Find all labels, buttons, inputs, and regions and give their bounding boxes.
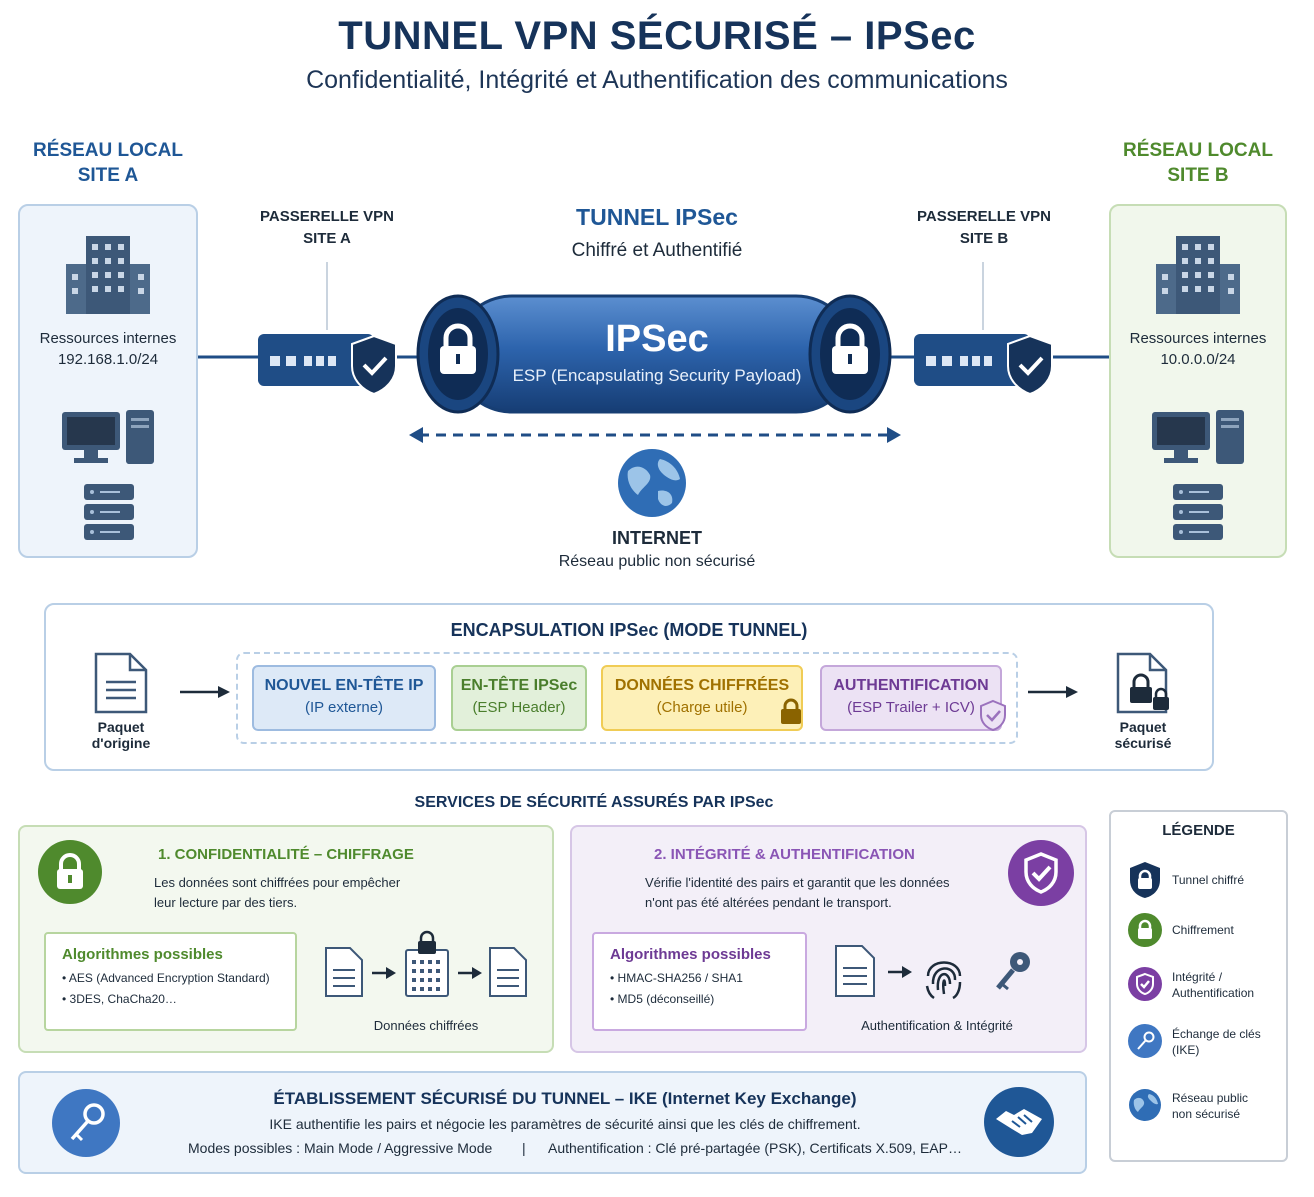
internet-subtitle: Réseau public non sécurisé <box>558 553 756 570</box>
server-icon <box>84 484 134 540</box>
page-subtitle: Confidentialité, Intégrité et Authentifi… <box>306 66 1008 94</box>
lock-icon <box>440 323 476 374</box>
secured-packet-label: Paquet sécurisé <box>1114 719 1172 751</box>
ipsec-packet-frame <box>236 652 1018 744</box>
site-b-resources: Ressources internes 10.0.0.0/24 <box>1129 330 1267 368</box>
key-icon <box>996 952 1030 991</box>
arrow-right-icon <box>180 686 230 698</box>
encryption-flow-illustration <box>325 930 527 997</box>
site-b-label: RÉSEAU LOCAL SITE B <box>1123 140 1273 186</box>
legend-item-key-exchange: Échange de clés (IKE) <box>1172 1027 1261 1057</box>
ipsec-tunnel-pipe <box>416 294 892 414</box>
site-a-resources: Ressources internes 192.168.1.0/24 <box>39 330 177 368</box>
integrity-algorithms: Algorithmes possibles • HMAC-SHA256 / SH… <box>592 932 807 1031</box>
document-icon <box>325 947 363 997</box>
shield-check-icon <box>1128 967 1162 1001</box>
ike-modes: Modes possibles : Main Mode / Aggressive… <box>188 1140 493 1156</box>
shield-check-icon <box>980 699 1006 732</box>
integrity-caption: Authentification & Intégrité <box>861 1018 1013 1033</box>
lock-icon <box>1128 913 1162 947</box>
new-ip-header-segment: NOUVEL EN-TÊTE IP (IP externe) <box>252 665 436 731</box>
legend-item-integrity: Intégrité / Authentification <box>1172 970 1255 1000</box>
tunnel-title: TUNNEL IPSec <box>576 204 738 230</box>
shield-check-icon <box>1008 840 1074 906</box>
key-icon <box>52 1089 120 1157</box>
legend-item-public-network: Réseau public non sécurisé <box>1172 1091 1249 1121</box>
document-icon <box>489 947 527 997</box>
lock-icon <box>38 840 102 904</box>
key-icon <box>1128 1024 1162 1058</box>
integrity-title: 2. INTÉGRITÉ & AUTHENTIFICATION <box>654 846 915 863</box>
confidentiality-title: 1. CONFIDENTIALITÉ – CHIFFRAGE <box>158 846 414 863</box>
ike-description: IKE authentifie les pairs et négocie les… <box>269 1116 861 1132</box>
computer-icon <box>62 410 154 464</box>
encrypted-document-icon <box>405 930 449 997</box>
ike-separator: | <box>522 1140 526 1156</box>
vpn-gateway-b-icon <box>914 334 1053 396</box>
building-icon <box>1156 236 1240 314</box>
globe-icon <box>1129 1089 1161 1121</box>
ipsec-header-segment: EN-TÊTE IPSec (ESP Header) <box>451 665 587 731</box>
handshake-icon <box>984 1087 1054 1157</box>
integrity-description: Vérifie l'identité des pairs et garantit… <box>645 875 950 910</box>
secure-document-icon <box>1116 652 1169 714</box>
ike-authentication: Authentification : Clé pré-partagée (PSK… <box>548 1140 962 1156</box>
building-icon <box>66 236 150 314</box>
legend-title: LÉGENDE <box>1162 822 1235 839</box>
lock-icon <box>832 323 868 374</box>
ike-title: ÉTABLISSEMENT SÉCURISÉ DU TUNNEL – IKE (… <box>273 1089 857 1108</box>
arrow-right-icon <box>1028 686 1078 698</box>
services-title: SERVICES DE SÉCURITÉ ASSURÉS PAR IPSec <box>414 794 774 811</box>
server-icon <box>1173 484 1223 540</box>
gateway-a-label: PASSERELLE VPN SITE A <box>260 208 394 247</box>
site-a-label: RÉSEAU LOCAL SITE A <box>33 140 183 186</box>
lock-icon <box>781 698 801 724</box>
page-title: TUNNEL VPN SÉCURISÉ – IPSec <box>338 14 976 58</box>
shield-lock-icon <box>1130 862 1160 898</box>
encapsulation-title: ENCAPSULATION IPSec (MODE TUNNEL) <box>450 620 808 640</box>
document-icon <box>94 652 148 714</box>
encrypted-data-segment: DONNÉES CHIFFRÉES (Charge utile) <box>601 665 803 731</box>
fingerprint-icon <box>925 961 962 1000</box>
internet-title: INTERNET <box>612 528 702 548</box>
gateway-b-label: PASSERELLE VPN SITE B <box>917 208 1051 247</box>
tunnel-subtitle: Chiffré et Authentifié <box>571 240 743 261</box>
vpn-gateway-a-icon <box>258 334 397 396</box>
globe-icon <box>618 449 686 517</box>
computer-icon <box>1152 410 1244 464</box>
tunnel-name: IPSec <box>605 318 709 360</box>
confidentiality-description: Les données sont chiffrées pour empêcher… <box>154 875 401 910</box>
confidentiality-algorithms: Algorithmes possibles • AES (Advanced En… <box>44 932 297 1031</box>
legend-item-encrypted-tunnel: Tunnel chiffré <box>1172 873 1245 887</box>
document-icon <box>835 945 875 997</box>
tunnel-protocol: ESP (Encapsulating Security Payload) <box>512 366 802 385</box>
source-packet-label: Paquet d'origine <box>91 719 151 751</box>
legend-item-encryption: Chiffrement <box>1172 923 1234 937</box>
encrypted-data-caption: Données chiffrées <box>373 1018 479 1033</box>
authentication-segment: AUTHENTIFICATION (ESP Trailer + ICV) <box>820 665 1002 731</box>
integrity-flow-illustration <box>835 945 1030 1000</box>
ike-panel <box>18 1071 1087 1174</box>
bidirectional-arrow <box>409 427 901 443</box>
